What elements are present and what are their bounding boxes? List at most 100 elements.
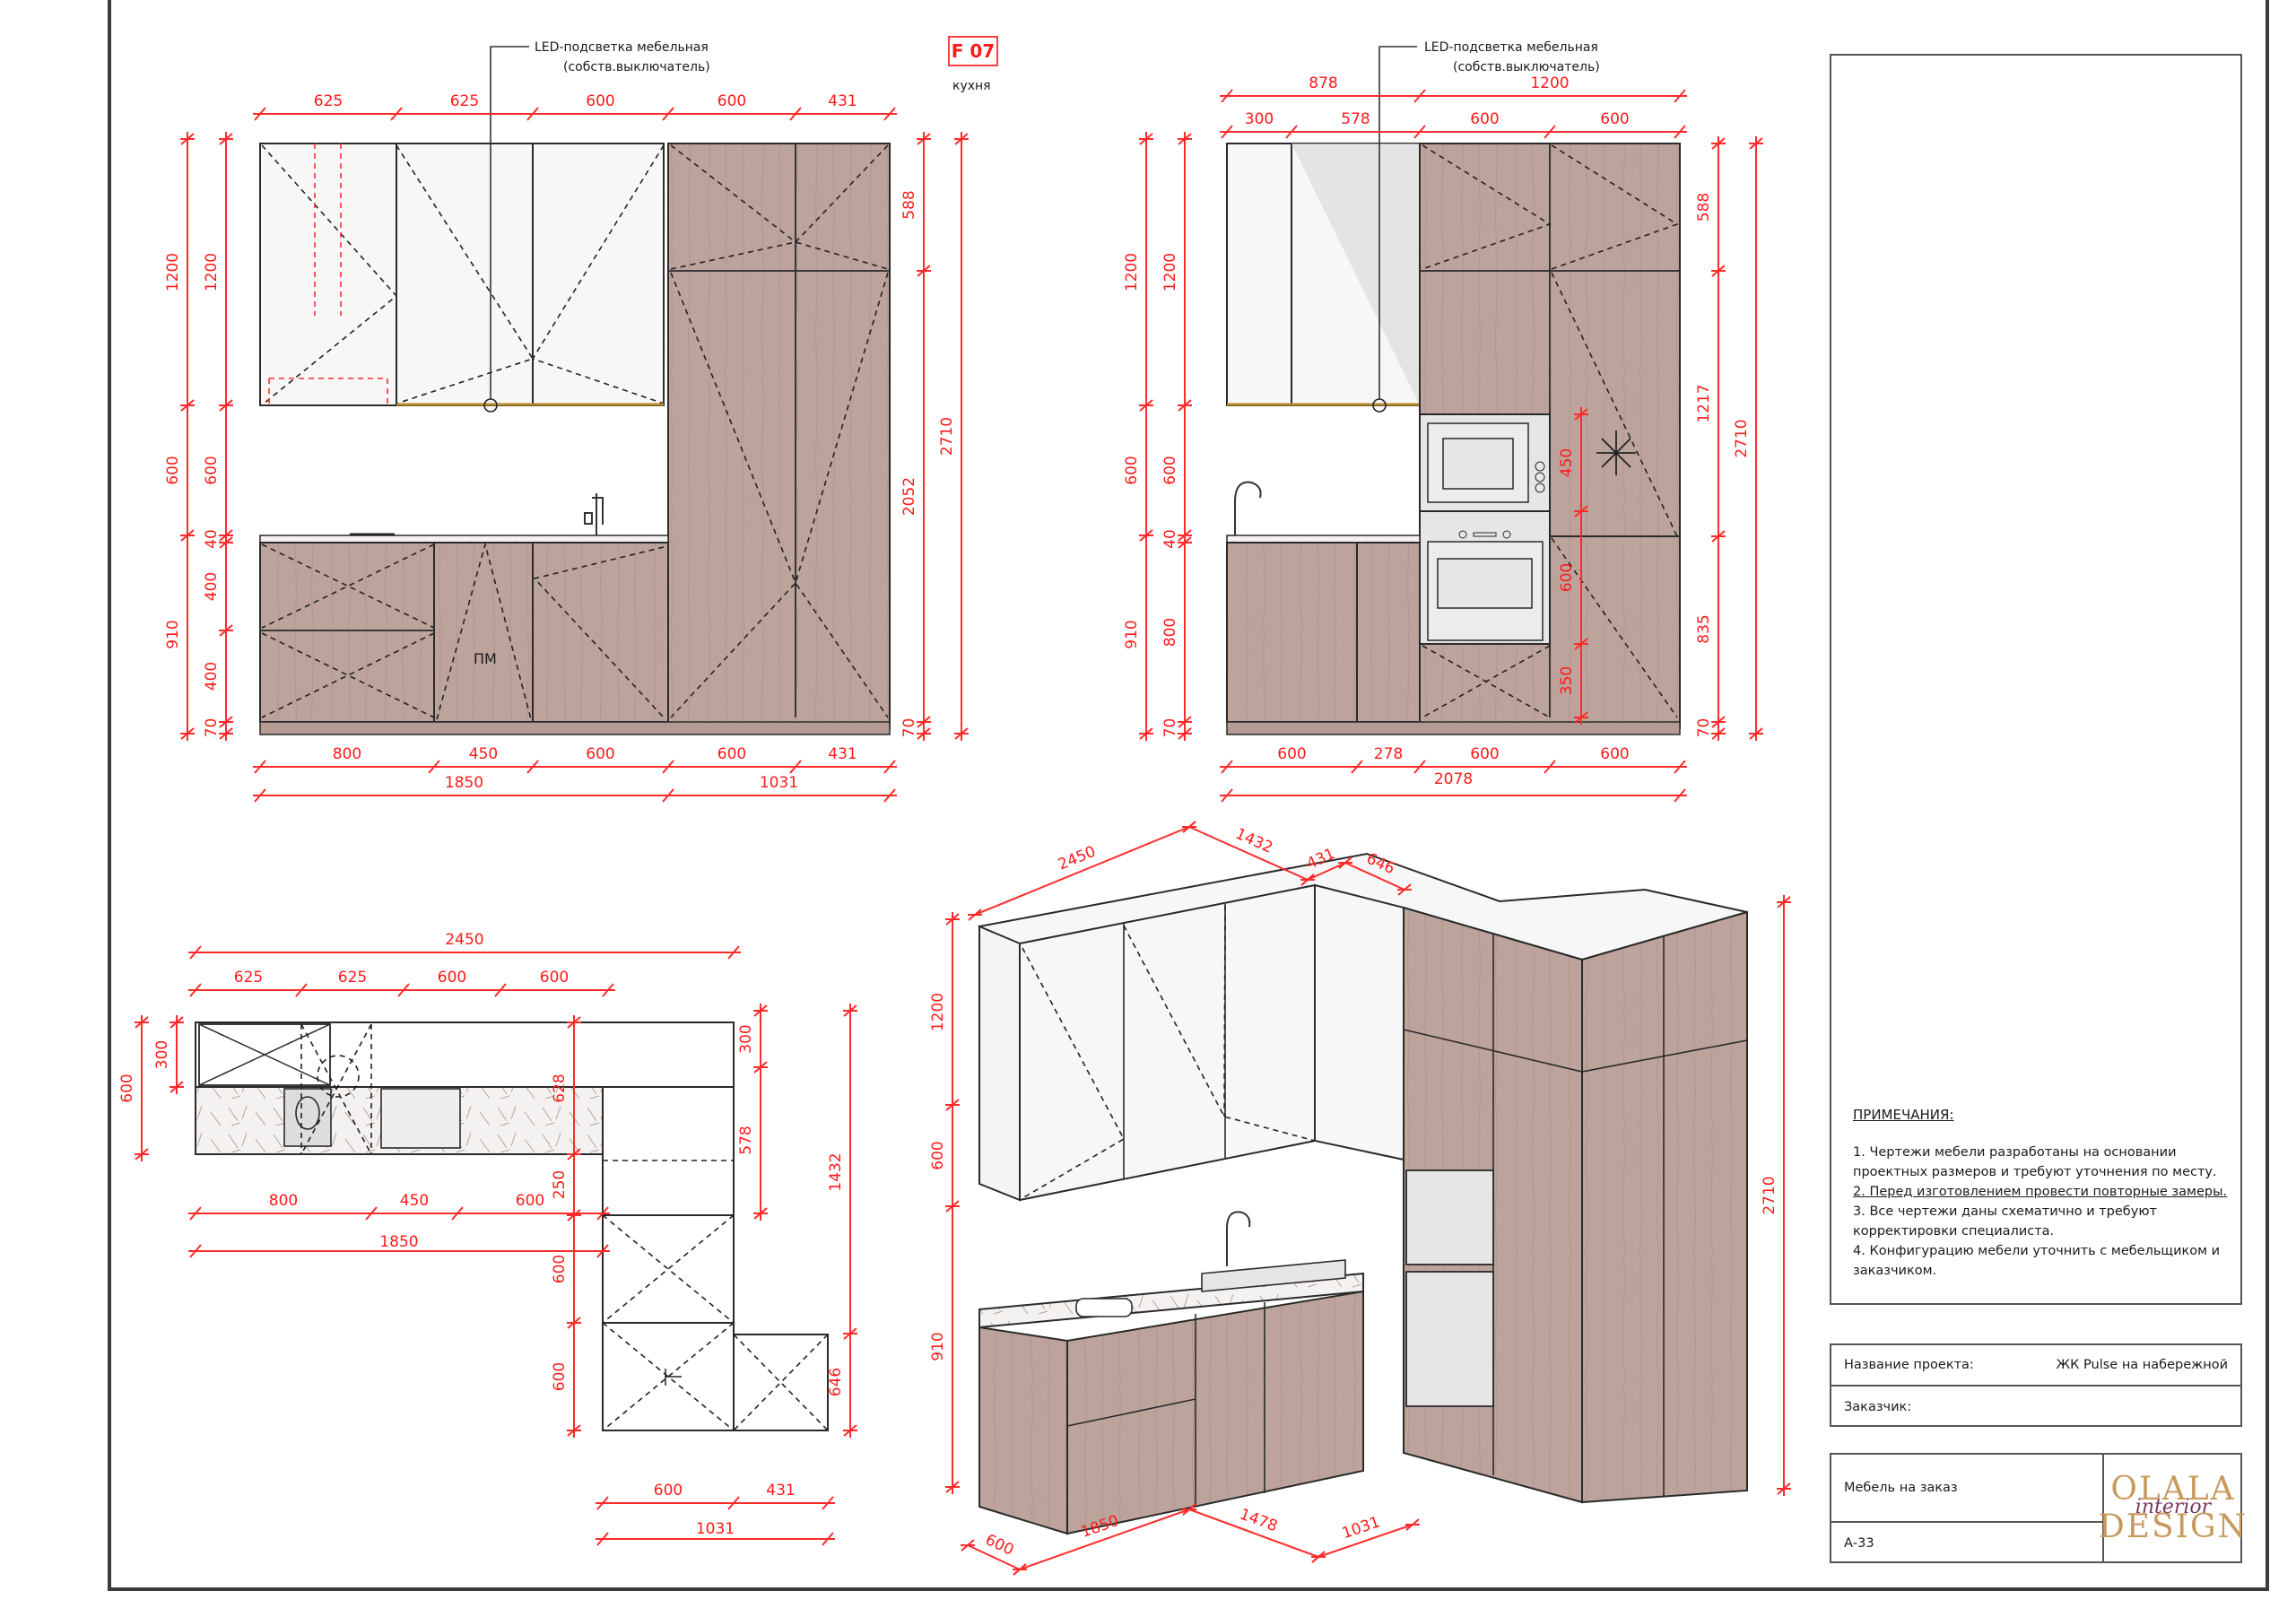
dimension-tick — [1182, 1503, 1196, 1516]
dimension-tick — [1674, 125, 1686, 139]
dimension-label: 2710 — [1761, 1176, 1779, 1214]
dimension-tick — [1674, 788, 1686, 803]
dimension-tick — [390, 107, 403, 121]
dimension-tick — [219, 133, 233, 145]
dimension-tick — [1711, 137, 1726, 150]
dimension-tick — [945, 1481, 960, 1493]
dimension-tick — [219, 399, 233, 412]
dimension-line — [1344, 862, 1405, 891]
dimension-tick — [1139, 399, 1153, 412]
dimension-tick — [1178, 399, 1192, 412]
dimension-tick — [1674, 760, 1686, 774]
dimension-tick — [662, 107, 674, 121]
dimension-tick — [365, 1206, 378, 1221]
dimension-tick — [254, 760, 266, 774]
dimension-label: 600 — [118, 1074, 136, 1102]
project-row: Название проекта: ЖК Pulse на набережной — [1831, 1345, 2240, 1387]
dimension-label: 600 — [438, 969, 466, 987]
dimension-label: 1031 — [696, 1520, 735, 1538]
tall-column-a — [667, 143, 891, 729]
dimension-tick — [1749, 137, 1763, 150]
dimension-tick — [397, 983, 410, 997]
dimension-label: 2052 — [900, 477, 918, 516]
led-callout-line2: (собств.выключатель) — [1453, 60, 1600, 74]
dimension-label: 600 — [551, 1255, 569, 1283]
dimension-tick — [567, 1209, 581, 1221]
dimension-line — [974, 826, 1190, 916]
dimension-label: 2710 — [938, 417, 956, 456]
dimension-line — [1318, 1524, 1413, 1558]
dimension-label: 431 — [828, 745, 857, 763]
dimension-tick — [917, 716, 931, 728]
dimension-tick — [883, 107, 896, 121]
dimension-label: 835 — [1695, 614, 1713, 643]
iso-base-cabinets — [1066, 1290, 1364, 1535]
dimension-tick — [1139, 133, 1153, 145]
dimension-tick — [1544, 125, 1556, 139]
dimension-label: 600 — [654, 1482, 683, 1500]
dimension-label: 578 — [1341, 110, 1370, 128]
drawing-info-block: Мебель на заказ А-33 OLALA interior DESI… — [1830, 1453, 2246, 1563]
dimension-tick — [1777, 896, 1791, 908]
dimension-tick — [1405, 1518, 1420, 1531]
dimension-tick — [917, 265, 931, 277]
elevation-b — [1226, 46, 1681, 735]
dimension-tick — [494, 983, 507, 997]
base-cabinet-b2 — [1356, 542, 1421, 723]
dimension-tick — [954, 133, 969, 145]
dimension-label: 600 — [718, 745, 746, 763]
dimension-tick — [1574, 638, 1588, 650]
dimension-tick — [1182, 821, 1196, 833]
dimension-tick — [1311, 1551, 1326, 1563]
drawer-unit-a — [259, 542, 435, 723]
faucet-icon-b — [1234, 481, 1262, 535]
dimension-label: 800 — [333, 745, 361, 763]
sheet-frame — [108, 0, 2269, 1591]
dimension-label: 2078 — [1434, 770, 1473, 788]
dimension-label: 800 — [1161, 618, 1179, 647]
dimension-tick — [219, 536, 233, 549]
dimension-line — [1188, 826, 1309, 881]
dimension-label: 2450 — [445, 931, 483, 949]
dimension-tick — [219, 716, 233, 728]
dimension-tick — [662, 760, 674, 774]
dimension-label: 600 — [929, 1141, 947, 1169]
dimension-tick — [189, 1206, 202, 1221]
dimension-tick — [883, 788, 896, 803]
dimension-tick — [596, 1206, 609, 1221]
upper-cabinet-a3 — [532, 143, 665, 406]
dimension-label: 1217 — [1695, 384, 1713, 422]
isometric-view — [978, 852, 1748, 1535]
dimension-tick — [135, 1016, 149, 1029]
upper-cabinet-b1 — [1226, 143, 1292, 406]
dimension-tick — [180, 133, 195, 145]
dimension-tick — [1413, 125, 1426, 139]
dimension-tick — [526, 107, 539, 121]
iso-sink-icon — [1201, 1259, 1346, 1292]
dimension-tick — [1544, 760, 1556, 774]
dimension-tick — [968, 908, 982, 921]
dimension-tick — [1711, 727, 1726, 740]
dimension-label: 300 — [153, 1040, 171, 1069]
dimension-tick — [428, 760, 440, 774]
dimension-tick — [917, 727, 931, 740]
dimension-label: 1200 — [203, 253, 221, 291]
dimension-label: 578 — [737, 1126, 755, 1154]
sheet-number-row: А-33 — [1831, 1523, 2104, 1563]
dimension-tick — [1300, 874, 1315, 886]
drawing-name-row: Мебель на заказ — [1831, 1455, 2104, 1523]
dimension-label: 450 — [1558, 448, 1576, 477]
dimension-tick — [189, 1244, 202, 1258]
dimension-tick — [945, 1099, 960, 1111]
dimension-label: 600 — [1558, 563, 1576, 592]
dimension-label: 910 — [164, 620, 182, 648]
dimension-tick — [596, 1532, 609, 1546]
dimension-tick — [1749, 727, 1763, 740]
dimension-tick — [596, 1496, 609, 1510]
dimension-label: 40 — [1161, 529, 1179, 549]
notes-panel — [1830, 54, 2242, 1305]
dimension-label: 1200 — [929, 993, 947, 1031]
dimension-tick — [567, 1016, 581, 1029]
